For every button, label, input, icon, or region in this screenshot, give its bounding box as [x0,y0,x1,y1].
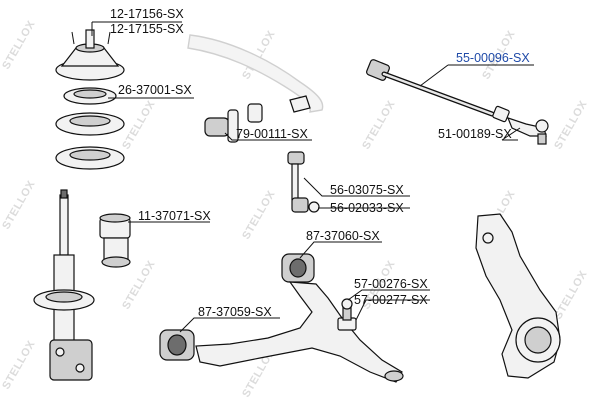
svg-text:STELLOX: STELLOX [360,98,398,151]
label-ball-joint-b: 57-00277-SX [354,293,428,307]
label-stabilizer-bushing: 79-00111-SX [236,127,308,141]
top-mount-icon [55,29,125,81]
arm-rear-eye [384,370,404,382]
label-bump-stop: 11-37071-SX [138,209,211,223]
label-tie-rod: 55-00096-SX [456,51,530,65]
svg-text:STELLOX: STELLOX [0,18,38,71]
bump-stop-icon [99,213,131,268]
stabilizer-bar [187,34,324,113]
label-top-mount-b: 12-17155-SX [110,22,184,36]
svg-text:STELLOX: STELLOX [552,98,590,151]
svg-text:STELLOX: STELLOX [240,188,278,241]
tie-rod-end-icon [492,105,549,145]
label-arm-bushing-upper: 87-37060-SX [306,229,380,243]
svg-text:STELLOX: STELLOX [120,98,158,151]
spring-seat-icon [55,112,125,170]
svg-text:STELLOX: STELLOX [0,338,38,391]
label-tie-rod-end: 51-00189-SX [438,127,512,141]
ball-joint-icon [337,298,357,331]
label-bearing: 26-37001-SX [118,83,192,97]
svg-text:STELLOX: STELLOX [120,258,158,311]
arm-bushing-upper-icon [281,253,315,283]
label-link-b: 56-02033-SX [330,201,404,215]
arm-bushing-lower-icon [159,329,195,361]
steering-knuckle-icon [475,213,561,379]
stabilizer-link-icon [287,151,320,213]
label-arm-bushing-lower: 87-37059-SX [198,305,272,319]
svg-text:STELLOX: STELLOX [552,268,590,321]
tie-rod-icon [366,59,495,117]
stabilizer-bushing-icon [204,95,311,143]
leader-lines [91,21,534,333]
bearing-icon [63,87,117,105]
label-ball-joint-a: 57-00276-SX [354,277,428,291]
label-link-a: 56-03075-SX [330,183,404,197]
strut-icon [33,189,95,381]
svg-text:STELLOX: STELLOX [0,178,38,231]
label-top-mount-a: 12-17156-SX [110,7,184,21]
